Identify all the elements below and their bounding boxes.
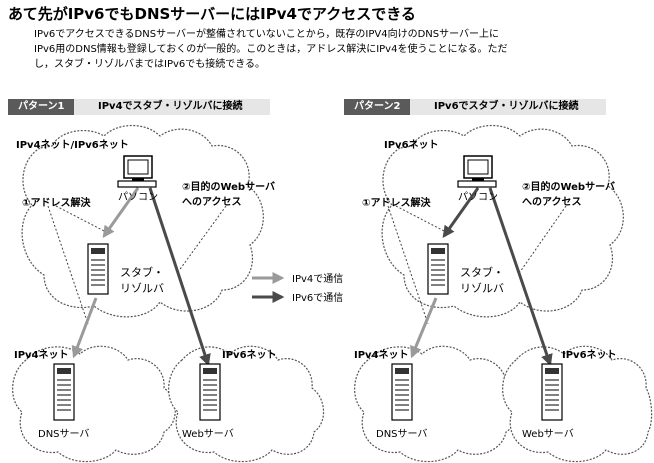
legend: IPv4で通信 IPv6で通信 — [252, 272, 343, 304]
pc-icon — [117, 155, 157, 188]
stub-resolver-server-icon — [427, 243, 449, 295]
arrow-pc-to-web — [148, 187, 211, 367]
pattern1-header: パターン1 IPv4でスタブ・リゾルバに接続 — [8, 99, 270, 115]
step2-label: ②目的のWebサーバ — [522, 180, 615, 193]
cloud-right — [168, 345, 325, 463]
pattern1-diagram: IPv4ネット/IPv6ネット パソコン ①アドレス解決 ②目的のWebサーバ … — [12, 125, 325, 463]
pattern1-caption: IPv4でスタブ・リゾルバに接続 — [98, 101, 243, 112]
web-server-icon — [541, 363, 563, 421]
step2-label: へのアクセス — [522, 196, 582, 208]
page-title: あて先がIPv6でもDNSサーバーにはIPv4でアクセスできる — [8, 5, 416, 23]
arrow-pc-to-web — [488, 187, 553, 367]
pattern2-tag: パターン2 — [344, 99, 411, 115]
step1-label: ①アドレス解決 — [22, 196, 91, 209]
net-right-label: IPv6ネット — [222, 349, 277, 361]
step2-label: へのアクセス — [182, 196, 242, 208]
description: IPv6でアクセスできるDNSサーバーが整備されていないことから，既存のIPV4… — [34, 27, 646, 72]
pattern2-caption: IPv6でスタブ・リゾルバに接続 — [434, 101, 579, 112]
pattern2-diagram: IPv6ネット パソコン ①アドレス解決 ②目的のWebサーバ へのアクセス ス… — [354, 125, 653, 463]
legend-ipv6-label: IPv6で通信 — [292, 292, 343, 304]
pc-label: パソコン — [118, 191, 158, 203]
net-top-label: IPv6ネット — [384, 139, 439, 151]
pattern1-tag: パターン1 — [8, 99, 75, 115]
stub-resolver-server-icon — [87, 243, 109, 295]
arrow-pc-to-stub — [442, 187, 480, 238]
description-line: し，スタブ・リゾルバまではIPv6でも接続できる。 — [34, 59, 266, 70]
web-server-icon — [199, 363, 221, 421]
arrow-pc-to-stub — [102, 187, 140, 238]
cloud-left — [12, 345, 176, 463]
step1-label: ①アドレス解決 — [362, 196, 431, 209]
arrow-stub-to-dns — [71, 297, 98, 359]
web-label: Webサーバ — [522, 428, 574, 440]
description-line: IPv6用のDNS情報も登録しておくのが一般的。このときは，アドレス解決にIPv… — [34, 44, 508, 55]
stub-label: スタブ・ — [120, 265, 164, 279]
cloud-left — [354, 345, 518, 463]
net-top-label: IPv4ネット/IPv6ネット — [16, 139, 129, 151]
dns-server-icon — [53, 363, 75, 421]
net-left-label: IPv4ネット — [14, 349, 69, 361]
description-line: IPv6でアクセスできるDNSサーバーが整備されていないことから，既存のIPV4… — [34, 29, 499, 40]
net-left-label: IPv4ネット — [354, 349, 409, 361]
net-right-label: IPv6ネット — [562, 349, 617, 361]
web-label: Webサーバ — [182, 428, 234, 440]
arrow-stub-to-dns — [410, 297, 438, 359]
dns-label: DNSサーバ — [38, 428, 89, 440]
step2-label: ②目的のWebサーバ — [182, 180, 275, 193]
dns-server-icon — [391, 363, 413, 421]
stub-label: リゾルバ — [120, 282, 164, 295]
pc-icon — [457, 155, 497, 188]
dns-label: DNSサーバ — [376, 428, 427, 440]
stub-label: スタブ・ — [460, 265, 504, 279]
pc-label: パソコン — [458, 191, 498, 203]
stub-label: リゾルバ — [460, 282, 504, 295]
pattern2-header: パターン2 IPv6でスタブ・リゾルバに接続 — [344, 99, 606, 115]
cloud-right — [502, 345, 653, 463]
legend-ipv4-label: IPv4で通信 — [292, 273, 343, 285]
cloud-top — [21, 125, 264, 318]
